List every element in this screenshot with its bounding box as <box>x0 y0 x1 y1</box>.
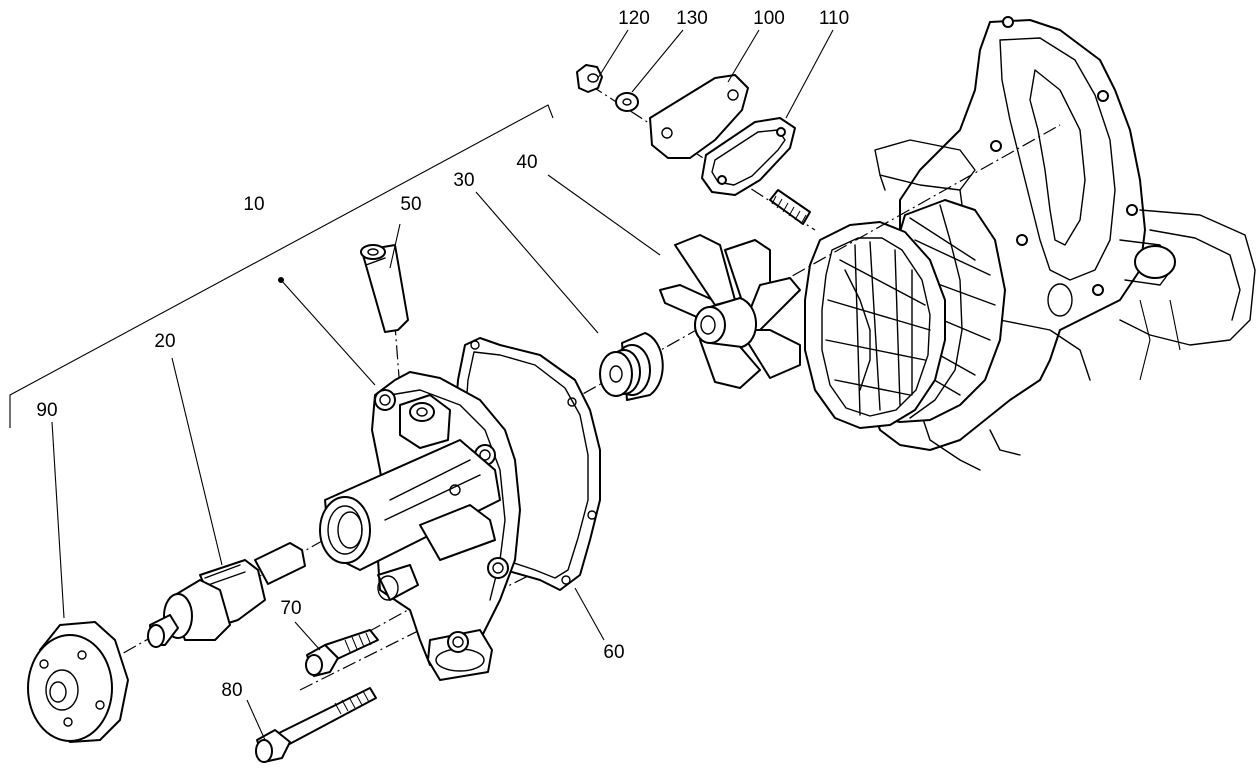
pulley-flange-90 <box>27 621 129 743</box>
pump-body-10 <box>319 371 521 681</box>
callout-50: 50 <box>400 194 421 215</box>
washer-130 <box>615 92 639 112</box>
cover-gasket-110 <box>701 117 796 196</box>
stud <box>769 189 811 225</box>
leader-lines <box>51 29 834 741</box>
sleeve-50 <box>360 244 409 333</box>
callout-130: 130 <box>676 8 708 29</box>
mechanical-seal-30 <box>599 332 664 401</box>
nut-120 <box>576 64 603 93</box>
long-bolt-80 <box>255 687 377 763</box>
callout-110: 110 <box>819 8 849 29</box>
shaft-bearing-20 <box>147 542 306 648</box>
cover-plate-100 <box>649 74 749 159</box>
callout-80: 80 <box>221 680 242 701</box>
callout-30: 30 <box>453 170 474 191</box>
callout-10: 10 <box>243 194 264 215</box>
short-bolt-70 <box>305 629 379 677</box>
callout-labels: 10 20 30 40 50 60 70 80 90 100 110 120 1… <box>36 8 849 701</box>
impeller-40 <box>659 234 801 389</box>
callout-20: 20 <box>154 331 175 352</box>
callout-70: 70 <box>280 598 301 619</box>
callout-90: 90 <box>36 400 57 421</box>
callout-120: 120 <box>618 8 650 29</box>
callout-60: 60 <box>603 642 624 663</box>
callout-40: 40 <box>516 152 537 173</box>
callout-100: 100 <box>753 8 785 29</box>
pump-housing-cover <box>804 199 1006 429</box>
